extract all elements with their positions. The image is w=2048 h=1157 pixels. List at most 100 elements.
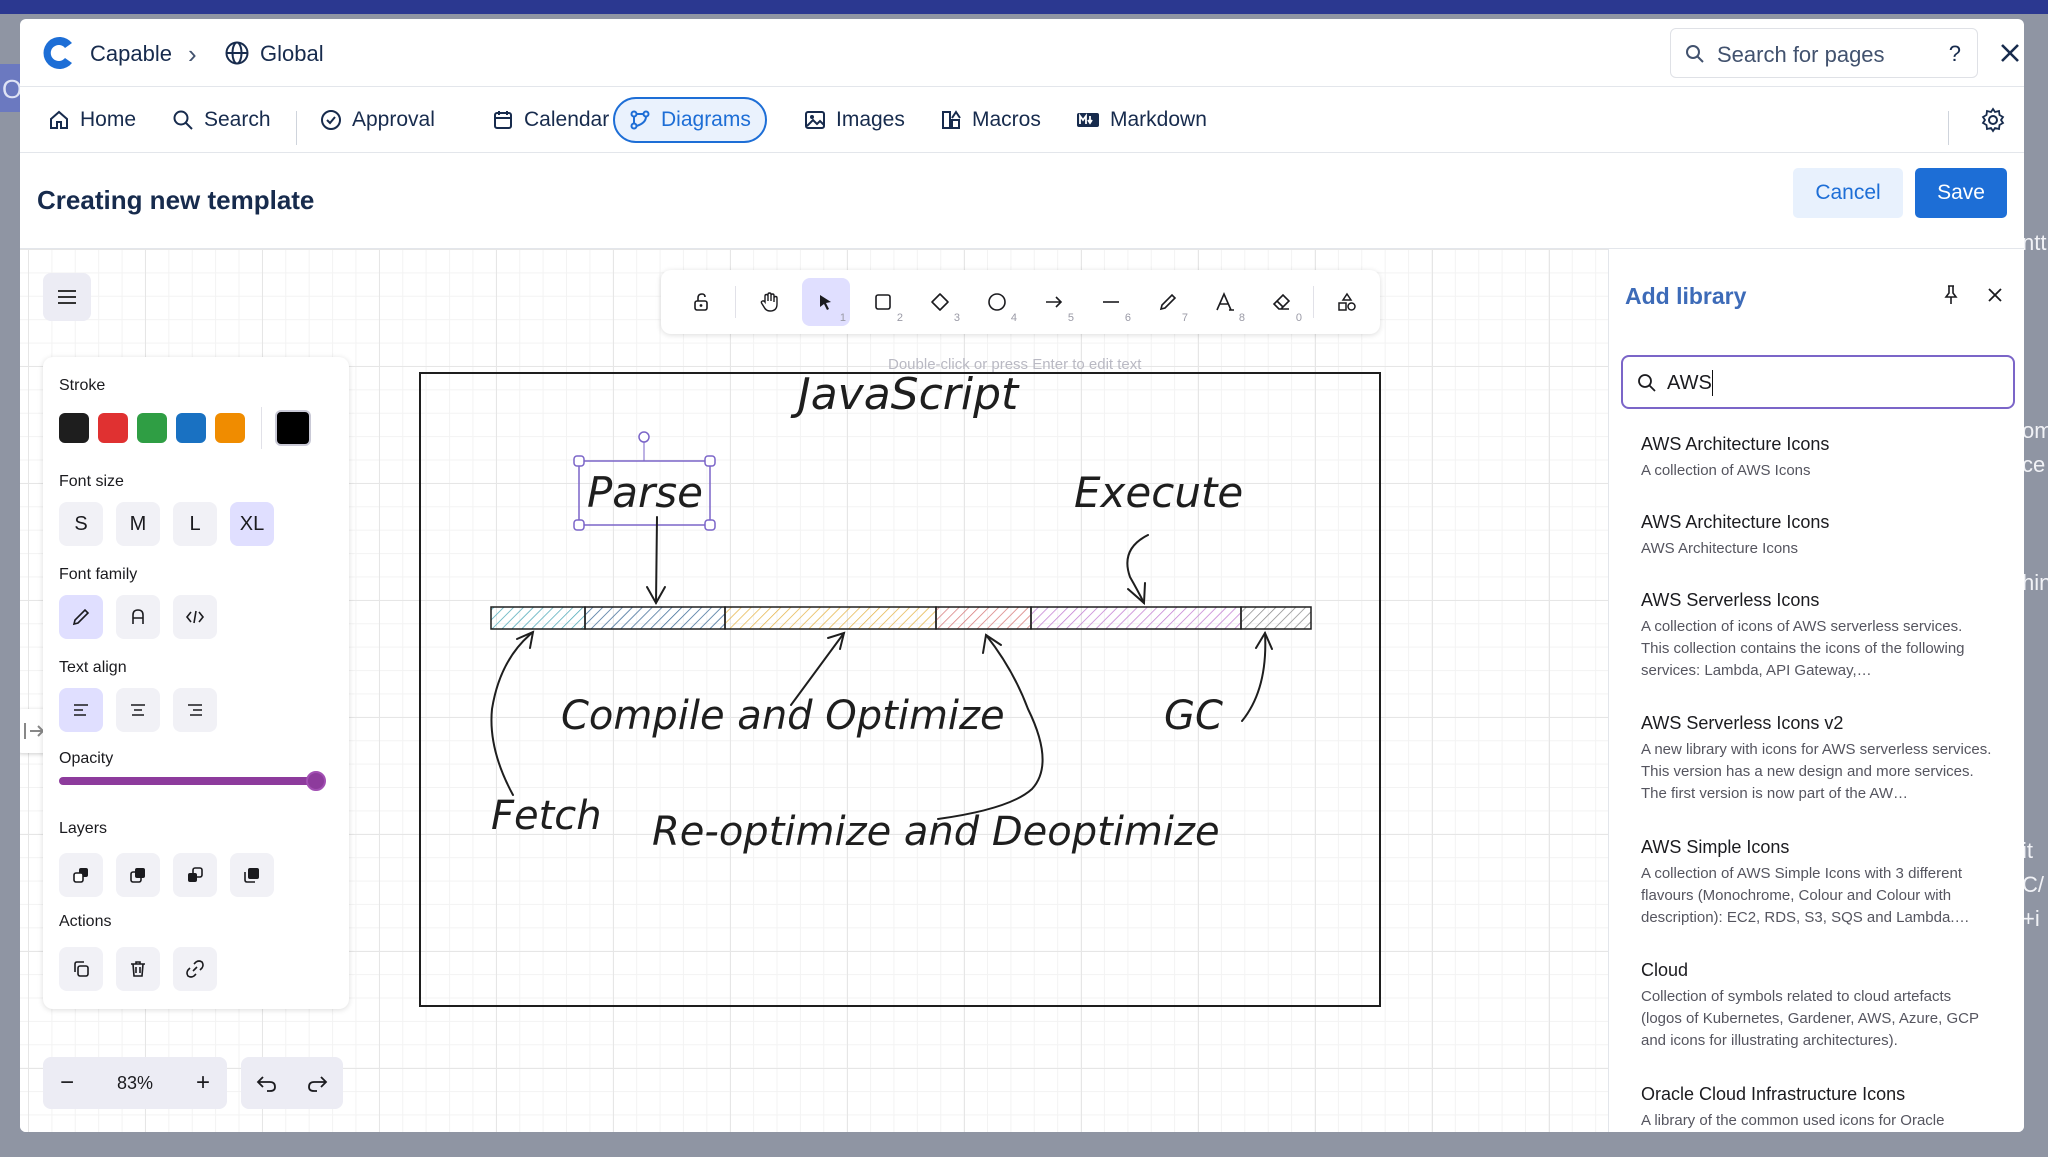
arrows[interactable] <box>490 516 1273 820</box>
text-icon <box>1216 292 1234 311</box>
shortcut-key: 7 <box>1181 312 1188 324</box>
label-reoptimize[interactable]: Re-optimize and Deoptimize <box>652 809 1220 855</box>
undo-icon[interactable] <box>255 1071 279 1095</box>
globe-icon <box>225 41 249 65</box>
font-family-code[interactable] <box>173 595 217 639</box>
pipeline-segment[interactable] <box>584 606 726 630</box>
close-icon[interactable] <box>1983 283 2007 307</box>
tool-line[interactable]: 6 <box>1087 278 1135 326</box>
frame-rectangle[interactable] <box>419 372 1381 1007</box>
nav-search[interactable]: Search <box>158 97 285 143</box>
pipeline-segment[interactable] <box>724 606 937 630</box>
capable-logo-icon[interactable] <box>38 33 78 73</box>
tool-text[interactable]: 8 <box>1201 278 1249 326</box>
delete-button[interactable] <box>116 947 160 991</box>
zoom-out-button[interactable]: − <box>59 1069 74 1096</box>
stroke-color-orange[interactable] <box>215 413 245 443</box>
library-result[interactable]: AWS Architecture Icons AWS Architecture … <box>1609 511 2024 560</box>
stroke-color-current[interactable] <box>275 410 311 446</box>
resize-handle[interactable] <box>704 519 716 531</box>
font-size-xl[interactable]: XL <box>230 502 274 546</box>
tool-hand[interactable] <box>745 278 793 326</box>
nav-approval[interactable]: Approval <box>306 97 449 143</box>
opacity-slider[interactable] <box>59 777 315 785</box>
zoom-in-button[interactable]: + <box>195 1069 210 1096</box>
nav-label: Diagrams <box>661 108 751 131</box>
stroke-color-red[interactable] <box>98 413 128 443</box>
close-icon[interactable] <box>1992 35 2024 71</box>
page-search-input[interactable]: Search for pages ? <box>1670 28 1978 78</box>
library-result[interactable]: AWS Serverless Icons v2 A new library wi… <box>1609 712 2024 805</box>
library-result[interactable]: AWS Simple Icons A collection of AWS Sim… <box>1609 836 2024 929</box>
library-result[interactable]: AWS Serverless Icons A collection of ico… <box>1609 589 2024 682</box>
nav-home[interactable]: Home <box>34 97 150 143</box>
pipeline-segment[interactable] <box>1030 606 1242 630</box>
link-button[interactable] <box>173 947 217 991</box>
library-result[interactable]: AWS Architecture Icons A collection of A… <box>1609 433 2024 482</box>
zoom-level[interactable]: 83% <box>116 1073 154 1093</box>
nav-calendar[interactable]: Calendar <box>478 97 623 143</box>
rotation-handle[interactable] <box>638 431 650 443</box>
tool-library[interactable] <box>1323 278 1371 326</box>
font-size-m[interactable]: M <box>116 502 160 546</box>
drawing-canvas[interactable]: JavaScript Parse Execute <box>20 249 1608 1132</box>
font-size-l[interactable]: L <box>173 502 217 546</box>
tool-rectangle[interactable]: 2 <box>859 278 907 326</box>
nav-markdown[interactable]: Markdown <box>1062 97 1221 143</box>
label-gc[interactable]: GC <box>1164 693 1223 739</box>
bring-to-front-button[interactable] <box>230 853 274 897</box>
pipeline-segment[interactable] <box>1240 606 1312 630</box>
library-search-field[interactable] <box>1667 369 1987 397</box>
stroke-color-blue[interactable] <box>176 413 206 443</box>
library-result-desc: Collection of symbols related to cloud a… <box>1641 988 1979 1049</box>
label-fetch[interactable]: Fetch <box>491 793 602 839</box>
tool-diamond[interactable]: 3 <box>916 278 964 326</box>
send-backward-button[interactable] <box>116 853 160 897</box>
label-execute[interactable]: Execute <box>1074 468 1243 517</box>
tool-ellipse[interactable]: 4 <box>973 278 1021 326</box>
bring-forward-button[interactable] <box>173 853 217 897</box>
diagram-drawing[interactable]: JavaScript Parse Execute <box>20 249 1608 1132</box>
resize-handle[interactable] <box>573 455 585 467</box>
tool-pencil[interactable]: 7 <box>1144 278 1192 326</box>
library-search-input[interactable] <box>1621 355 2015 409</box>
breadcrumb-space[interactable]: Global <box>260 41 324 66</box>
text-align-center[interactable] <box>116 688 160 732</box>
tool-select[interactable]: 1 <box>802 278 850 326</box>
redo-icon[interactable] <box>305 1071 329 1095</box>
text-align-right[interactable] <box>173 688 217 732</box>
nav-diagrams[interactable]: Diagrams <box>613 97 767 143</box>
font-size-s[interactable]: S <box>59 502 103 546</box>
brand-name[interactable]: Capable <box>90 41 172 66</box>
nav-macros[interactable]: Macros <box>926 97 1055 143</box>
text-align-left[interactable] <box>59 688 103 732</box>
library-result[interactable]: Cloud Collection of symbols related to c… <box>1609 959 2024 1052</box>
main-menu-button[interactable] <box>43 273 91 321</box>
diagram-title[interactable]: JavaScript <box>790 369 1020 420</box>
stroke-color-green[interactable] <box>137 413 167 443</box>
nav-images[interactable]: Images <box>790 97 919 143</box>
send-to-back-button[interactable] <box>59 853 103 897</box>
resize-handle[interactable] <box>704 455 716 467</box>
resize-handle[interactable] <box>573 519 585 531</box>
cancel-button[interactable]: Cancel <box>1793 168 1903 218</box>
tool-arrow[interactable]: 5 <box>1030 278 1078 326</box>
label-compile[interactable]: Compile and Optimize <box>561 693 1005 739</box>
pipeline-segment[interactable] <box>490 606 586 630</box>
gear-icon[interactable] <box>1980 107 2006 133</box>
tool-lock[interactable] <box>677 278 725 326</box>
save-button[interactable]: Save <box>1915 168 2007 218</box>
pipeline-segment[interactable] <box>935 606 1032 630</box>
shortcut-key: 3 <box>953 312 960 324</box>
font-family-hand[interactable] <box>59 595 103 639</box>
opacity-slider-thumb[interactable] <box>306 771 326 791</box>
search-icon <box>1686 45 1704 63</box>
duplicate-button[interactable] <box>59 947 103 991</box>
tool-eraser[interactable]: 0 <box>1258 278 1306 326</box>
library-result[interactable]: Oracle Cloud Infrastructure Icons A libr… <box>1609 1083 2024 1132</box>
font-family-normal[interactable] <box>116 595 160 639</box>
stroke-color-black[interactable] <box>59 413 89 443</box>
pin-icon[interactable] <box>1939 283 1963 307</box>
label-parse[interactable]: Parse <box>587 468 703 517</box>
help-button[interactable]: ? <box>1948 41 1961 66</box>
